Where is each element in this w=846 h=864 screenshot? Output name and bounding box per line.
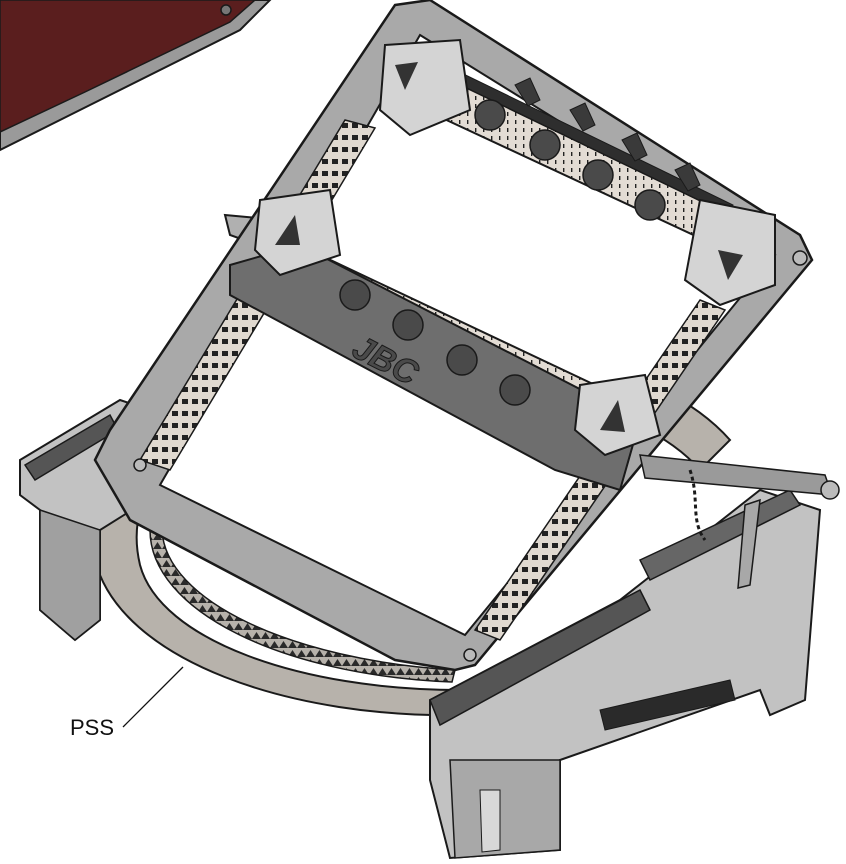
upper-knobs	[474, 77, 701, 221]
corner-block-top-left	[378, 38, 472, 137]
knob	[474, 99, 506, 131]
base-right-foot	[429, 488, 822, 860]
corner-block-bottom-right	[573, 373, 662, 457]
knob	[392, 309, 424, 341]
pss-label: PSS	[70, 715, 114, 740]
knob	[446, 344, 478, 376]
pss-callout: PSS	[70, 666, 184, 740]
knob	[582, 159, 614, 191]
knob	[529, 129, 561, 161]
knob	[634, 189, 666, 221]
corner-block-top-right	[683, 198, 776, 307]
knob	[499, 374, 531, 406]
knob	[339, 279, 371, 311]
frame-screws	[133, 250, 808, 662]
lower-knobs	[339, 279, 531, 406]
background-device-panel	[0, 0, 272, 152]
tilt-lever	[639, 454, 840, 589]
corner-block-mid-left	[253, 188, 342, 277]
pss-leader-line	[122, 666, 184, 728]
